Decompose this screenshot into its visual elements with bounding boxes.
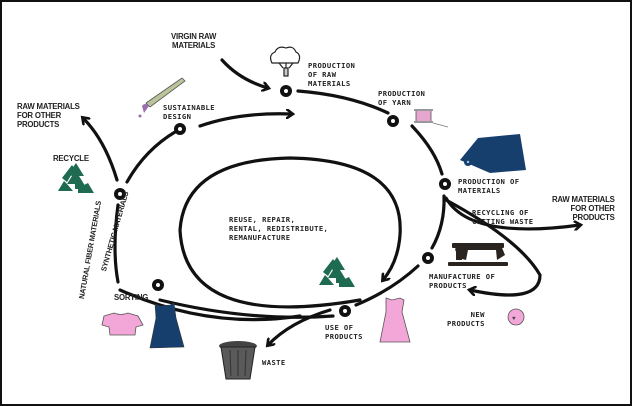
arc-manufacture-to-use [354,264,420,307]
node-ring [114,188,126,200]
arrow-use-to-waste [268,308,332,345]
arrow-materials-to-raw-right [444,196,580,229]
inner-loop [178,156,402,309]
label-sorting: SORTING [114,293,149,302]
arrow-sorting-to-use [118,288,302,322]
node-ring [280,85,292,97]
node-ring [439,178,451,190]
label-use-of-products: USE OF PRODUCTS [325,323,363,341]
arc-recycle-to-design [125,130,177,184]
button-icon: ♥ [507,308,525,326]
arc-sorting-to-recycle [113,203,120,284]
t-shirt-icon [101,312,144,336]
arrow-cutting-loop [444,198,542,297]
label-recycle: RECYCLE [53,154,89,163]
label-raw-materials-left: RAW MATERIALS FOR OTHER PRODUCTS [17,102,80,129]
label-recycling-cutting-waste: RECYCLING OF CUTTING WASTE [472,208,534,226]
arc-yarn-to-materials [410,124,444,176]
label-virgin-raw-materials: VIRGIN RAW MATERIALS [171,32,217,50]
node-ring [339,305,351,317]
label-waste: WASTE [262,358,286,367]
label-production-yarn: PRODUCTION OF YARN [378,89,426,107]
cotton-plant-icon [269,46,301,77]
node-ring [387,115,399,127]
recycle-icon [319,257,355,287]
fabric-roll-icon [460,134,526,173]
sewing-machine-icon [448,243,508,266]
node-ring [174,123,186,135]
label-sustainable-design: SUSTAINABLE DESIGN [163,103,215,121]
dress-icon [149,302,185,349]
arrow-recycle-to-raw-left [83,118,119,182]
recycle-icon [58,163,94,193]
arc-design-to-raw [198,114,292,128]
dress-icon [379,297,411,343]
trash-bin-icon [219,341,257,380]
node-ring [152,279,164,291]
label-production-raw-materials: PRODUCTION OF RAW MATERIALS [308,61,356,88]
node-ring [422,252,434,264]
label-production-materials: PRODUCTION OF MATERIALS [458,177,520,195]
label-inner-loop: REUSE, REPAIR, RENTAL, REDISTRIBUTE, REM… [229,215,329,242]
label-raw-materials-right: RAW MATERIALS FOR OTHER PRODUCTS [552,195,615,222]
label-new-products: NEW PRODUCTS [447,310,485,328]
yarn-spool-icon [414,109,449,128]
arc-materials-to-manufacture [430,194,446,250]
arrow-virgin-to-raw [220,58,268,88]
paintbrush-icon [138,77,186,118]
svg-text:♥: ♥ [512,316,516,322]
label-manufacture: MANUFACTURE OF PRODUCTS [429,272,496,290]
arc-raw-to-yarn [296,89,390,115]
